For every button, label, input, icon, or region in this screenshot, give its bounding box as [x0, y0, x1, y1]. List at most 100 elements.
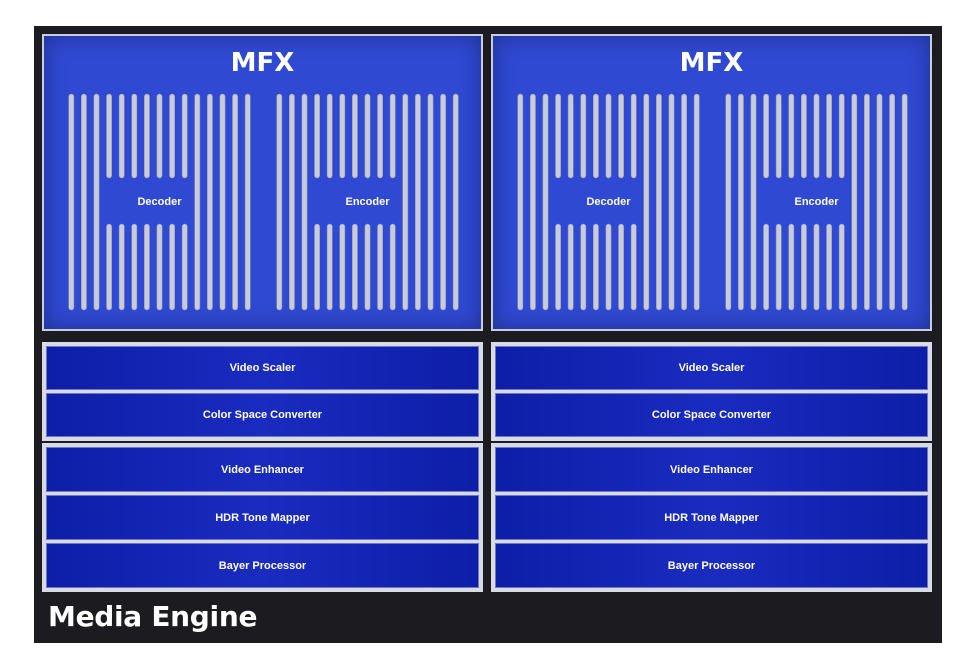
bar	[301, 93, 308, 311]
video-scaler-block: Video Scaler	[495, 346, 928, 390]
bar	[864, 93, 870, 311]
encoder-label: Encoder	[345, 196, 390, 208]
bar	[580, 223, 587, 311]
pipeline-group-bottom-left: Video Enhancer HDR Tone Mapper Bayer Pro…	[42, 443, 483, 592]
bar	[244, 93, 251, 311]
bar	[339, 223, 346, 311]
bar	[364, 93, 371, 179]
bar	[181, 223, 188, 311]
bar	[580, 93, 587, 179]
decoder-block: Decoder	[65, 93, 254, 311]
bar	[415, 93, 421, 311]
bar	[529, 93, 536, 311]
color-space-converter-block: Color Space Converter	[46, 393, 479, 437]
mfx-title: MFX	[230, 48, 295, 78]
bar	[826, 93, 832, 179]
bar	[801, 223, 807, 311]
decoder-block: Decoder	[514, 93, 703, 311]
bar	[567, 93, 574, 179]
bar	[876, 93, 883, 311]
mfx-right: MFX Decoder Encoder	[491, 34, 932, 331]
bar	[219, 93, 226, 311]
bar	[440, 93, 446, 311]
bar	[326, 223, 333, 311]
bar	[207, 93, 213, 311]
bar	[427, 93, 434, 311]
bar	[169, 93, 175, 179]
bar	[364, 223, 371, 311]
encoder-label: Encoder	[794, 196, 839, 208]
bar	[788, 223, 795, 311]
bar	[630, 93, 637, 179]
bar	[288, 93, 295, 311]
bar	[681, 93, 687, 311]
bar	[763, 223, 769, 311]
decoder-bars	[517, 93, 700, 311]
decoder-label: Decoder	[586, 196, 631, 208]
encoder-bars	[276, 93, 459, 311]
bar	[826, 223, 832, 311]
bar	[763, 93, 769, 179]
bar	[276, 93, 283, 311]
bar	[156, 93, 163, 179]
bar	[339, 93, 346, 179]
decoder-label: Decoder	[137, 196, 182, 208]
bar	[93, 93, 100, 311]
bar	[750, 93, 757, 311]
bar	[118, 223, 125, 311]
bar	[106, 223, 112, 311]
bar	[194, 93, 201, 311]
bar	[801, 93, 807, 179]
bar	[131, 223, 138, 311]
mfx-left: MFX Decoder Encoder	[42, 34, 483, 331]
bar	[326, 93, 333, 179]
bayer-processor-block: Bayer Processor	[46, 543, 479, 588]
bar	[377, 93, 383, 179]
hdr-tone-mapper-block: HDR Tone Mapper	[495, 495, 928, 540]
encoder-block: Encoder	[722, 93, 911, 311]
bar	[402, 93, 409, 311]
bar	[144, 223, 150, 311]
bar	[605, 93, 612, 179]
bar	[775, 223, 782, 311]
bar	[517, 93, 524, 311]
bar	[542, 93, 549, 311]
bar	[901, 93, 908, 311]
bar	[693, 93, 700, 311]
bar	[567, 223, 574, 311]
bar	[737, 93, 744, 311]
bar	[106, 93, 112, 179]
bar	[851, 93, 858, 311]
bar	[775, 93, 782, 179]
bayer-processor-block: Bayer Processor	[495, 543, 928, 588]
encoder-bars	[725, 93, 908, 311]
pipeline-group-bottom-right: Video Enhancer HDR Tone Mapper Bayer Pro…	[491, 443, 932, 592]
bar	[80, 93, 87, 311]
video-scaler-block: Video Scaler	[46, 346, 479, 390]
video-enhancer-block: Video Enhancer	[495, 447, 928, 492]
bar	[232, 93, 238, 311]
hdr-tone-mapper-block: HDR Tone Mapper	[46, 495, 479, 540]
bar	[352, 223, 358, 311]
bar	[593, 93, 599, 179]
bar	[118, 93, 125, 179]
bar	[656, 93, 662, 311]
mfx-title: MFX	[679, 48, 744, 78]
bar	[813, 93, 820, 179]
bar	[389, 93, 396, 179]
bar	[593, 223, 599, 311]
bar	[314, 93, 320, 179]
footer-title: Media Engine	[48, 600, 258, 633]
encoder-block: Encoder	[273, 93, 462, 311]
bar	[889, 93, 895, 311]
bar	[181, 93, 188, 179]
bar	[725, 93, 732, 311]
bar	[643, 93, 650, 311]
bar	[668, 93, 675, 311]
bar	[144, 93, 150, 179]
bar	[605, 223, 612, 311]
bar	[555, 93, 561, 179]
bar	[452, 93, 459, 311]
color-space-converter-block: Color Space Converter	[495, 393, 928, 437]
bar	[169, 223, 175, 311]
